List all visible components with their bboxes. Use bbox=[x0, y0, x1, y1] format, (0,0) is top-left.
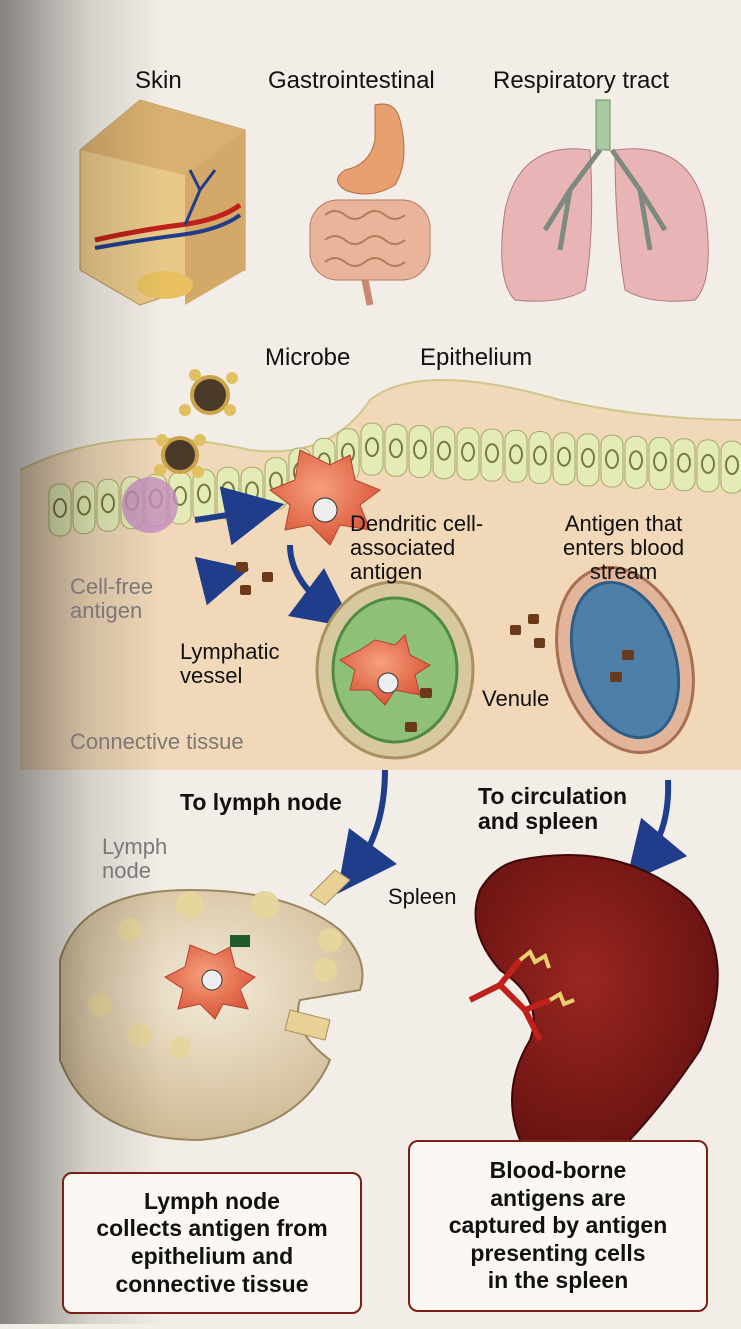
label-epithelium: Epithelium bbox=[420, 345, 532, 371]
label-connective-tissue: Connective tissue bbox=[70, 730, 244, 754]
label-antigen-blood: Antigen that enters blood stream bbox=[563, 512, 684, 583]
label-gastrointestinal: Gastrointestinal bbox=[268, 68, 435, 94]
label-lymph-node: Lymph node bbox=[102, 835, 167, 883]
label-venule: Venule bbox=[482, 687, 549, 711]
label-spleen: Spleen bbox=[388, 885, 457, 909]
label-dendritic-cell-antigen: Dendritic cell- associated antigen bbox=[350, 512, 483, 583]
caption-lymph-node-text: Lymph node collects antigen from epithel… bbox=[96, 1188, 327, 1298]
label-to-circulation-spleen: To circulation and spleen bbox=[478, 784, 627, 834]
label-cell-free-antigen: Cell-free antigen bbox=[70, 575, 153, 623]
caption-spleen-text: Blood-borne antigens are captured by ant… bbox=[449, 1157, 668, 1295]
label-lymphatic-vessel: Lymphatic vessel bbox=[180, 640, 279, 688]
label-skin: Skin bbox=[135, 68, 182, 94]
caption-spleen: Blood-borne antigens are captured by ant… bbox=[408, 1140, 708, 1312]
caption-lymph-node: Lymph node collects antigen from epithel… bbox=[62, 1172, 362, 1314]
label-microbe: Microbe bbox=[265, 345, 350, 371]
label-respiratory-tract: Respiratory tract bbox=[493, 68, 669, 94]
label-to-lymph-node: To lymph node bbox=[180, 790, 342, 815]
